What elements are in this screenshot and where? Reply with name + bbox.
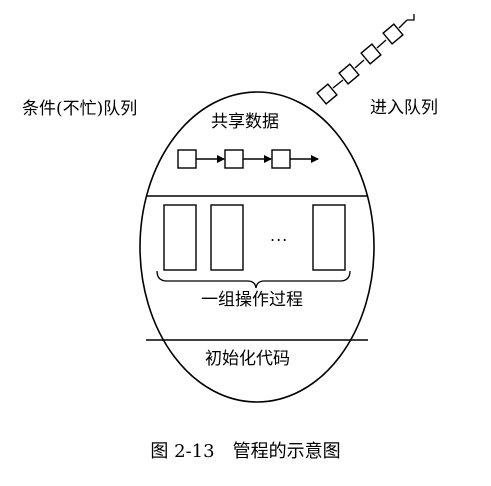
entry-queue-link (376, 39, 387, 49)
init-code-label: 初始化代码 (205, 349, 290, 369)
procedure-box (210, 204, 244, 271)
procedure-box (163, 204, 197, 271)
entry-queue-node (316, 83, 338, 105)
figure-caption: 图 2-13 管程的示意图 (0, 437, 491, 463)
entry-queue-node (338, 63, 360, 85)
operations-label: 一组操作过程 (201, 290, 303, 310)
queue-node (271, 149, 291, 169)
entry-queue-tail (407, 14, 415, 21)
queue-node (224, 149, 244, 169)
figure-number: 图 2-13 (150, 441, 215, 462)
procedure-box (312, 204, 346, 271)
figure-title: 管程的示意图 (232, 441, 341, 462)
condition-queue-chain (177, 149, 319, 169)
operation-procedures (163, 204, 346, 271)
entry-queue-link (354, 59, 365, 69)
ellipsis-label: ... (270, 226, 289, 245)
entry-queue-link (398, 19, 408, 29)
procedures-brace (156, 270, 351, 289)
entry-queue-node (382, 23, 404, 45)
entry-queue-link (332, 79, 344, 89)
entry-queue-chain (316, 14, 415, 105)
shared-data-label: 共享数据 (211, 112, 279, 132)
entry-queue-label: 进入队列 (370, 98, 438, 118)
condition-queue-label: 条件(不忙)队列 (22, 99, 138, 119)
entry-queue-node (360, 43, 382, 65)
queue-node (177, 149, 197, 169)
monitor-ellipse (139, 91, 375, 403)
